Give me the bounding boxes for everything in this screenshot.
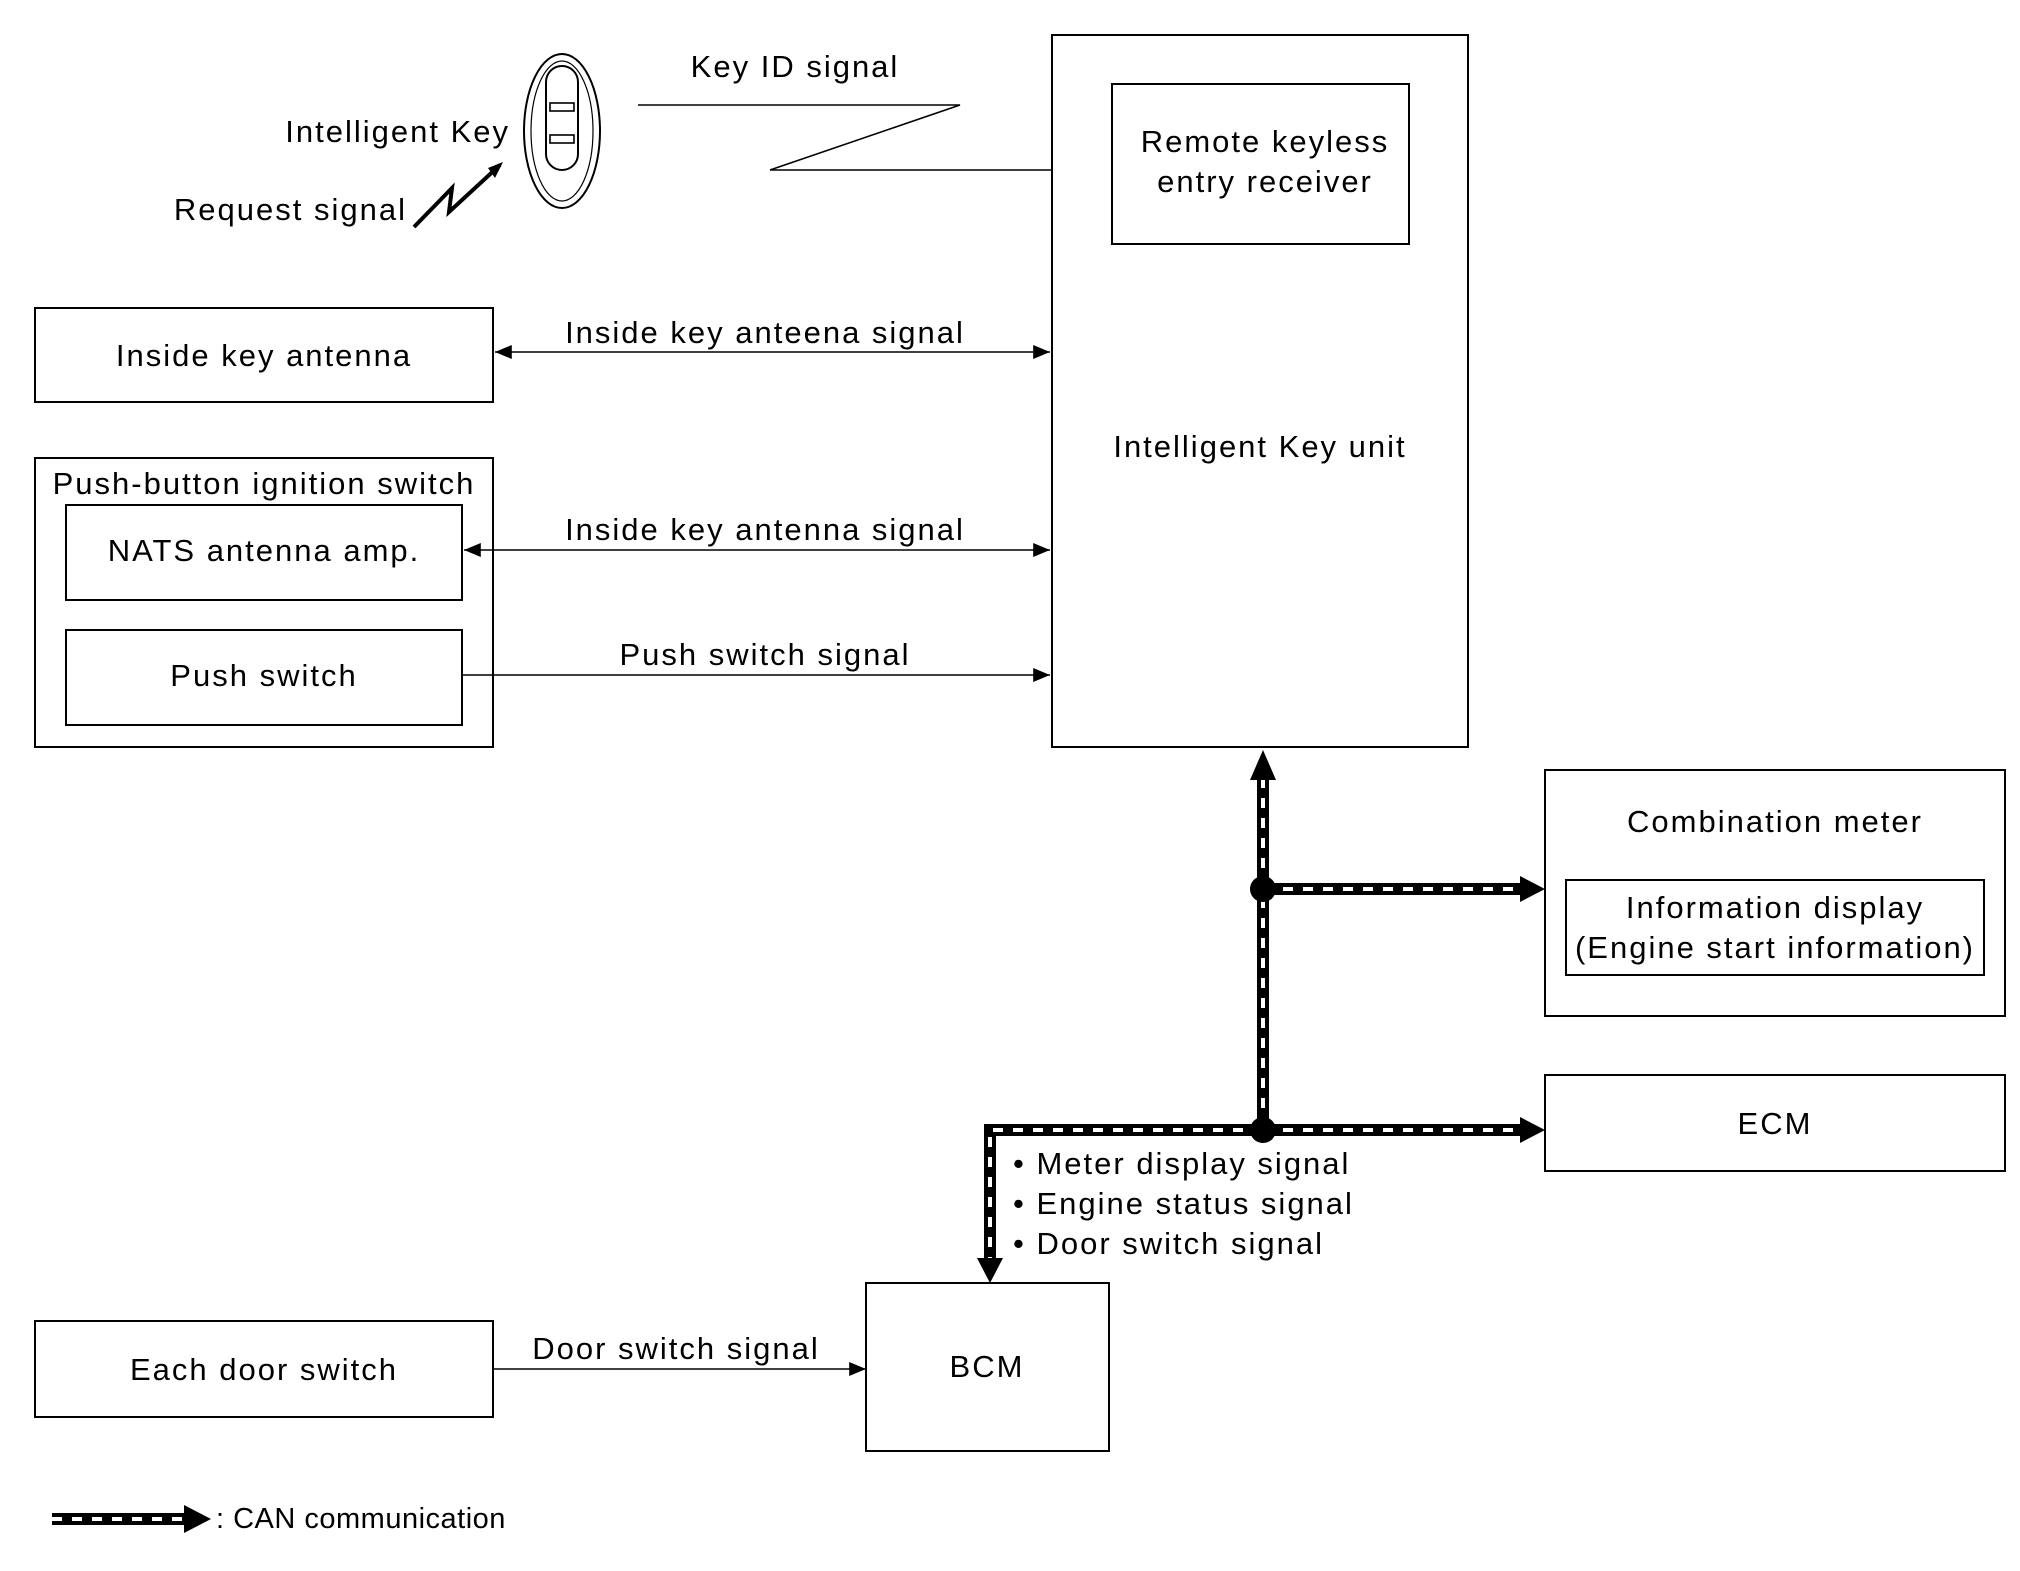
ecm-label: ECM [1738,1106,1813,1141]
push-switch-label: Push switch [170,658,357,693]
can-junction [1250,1117,1276,1143]
nats-antenna-amp-label: NATS antenna amp. [108,533,421,568]
legend-can-line [52,1505,211,1533]
each-door-switch [34,1320,494,1418]
request-signal-icon [412,162,503,229]
legend-can-label: : CAN communication [216,1503,506,1535]
push-switch-signal-label: Push switch signal [619,637,910,672]
each-door-switch-label: Each door switch [130,1352,398,1387]
key-id-signal-label: Key ID signal [691,49,900,84]
bcm-label: BCM [950,1349,1025,1384]
combination-meter-label: Combination meter [1627,804,1923,839]
information-display-label-2: (Engine start information) [1575,930,1975,965]
intelligent-key-fob-icon [523,53,601,209]
can-signal-door-switch: • Door switch signal [1013,1226,1324,1261]
intelligent-key-unit-label: Intelligent Key unit [1113,429,1406,464]
can-bus [977,750,1545,1283]
can-arrow-bcm [977,1258,1003,1283]
can-signal-meter-display: • Meter display signal [1013,1146,1350,1181]
can-signal-engine-status: • Engine status signal [1013,1186,1354,1221]
inside-key-antenna-label: Inside key antenna [116,338,412,373]
inside-key-antenna [34,307,494,403]
door-switch-signal-label: Door switch signal [532,1331,820,1366]
remote-keyless-entry-receiver [1111,83,1410,245]
remote-keyless-label-2: entry receiver [1157,164,1373,199]
key-id-signal-line [638,104,1112,177]
inside-key-anteena-signal-label: Inside key anteena signal [565,315,965,350]
can-junction [1250,876,1276,902]
can-arrow-combination-meter [1520,876,1545,902]
request-signal-label: Request signal [174,192,407,227]
push-button-ignition-label: Push-button ignition switch [53,466,476,501]
nats-antenna-amp [65,504,463,601]
can-arrow-ecm [1520,1117,1545,1143]
information-display-label-1: Information display [1626,890,1924,925]
inside-key-antenna-signal-label: Inside key antenna signal [565,512,965,547]
push-switch [65,629,463,726]
remote-keyless-label-1: Remote keyless [1141,124,1390,159]
ecm [1544,1074,2006,1172]
bcm [865,1282,1110,1452]
can-arrow-up [1250,750,1276,780]
information-display [1565,879,1985,976]
intelligent-key-label: Intelligent Key [285,114,510,149]
